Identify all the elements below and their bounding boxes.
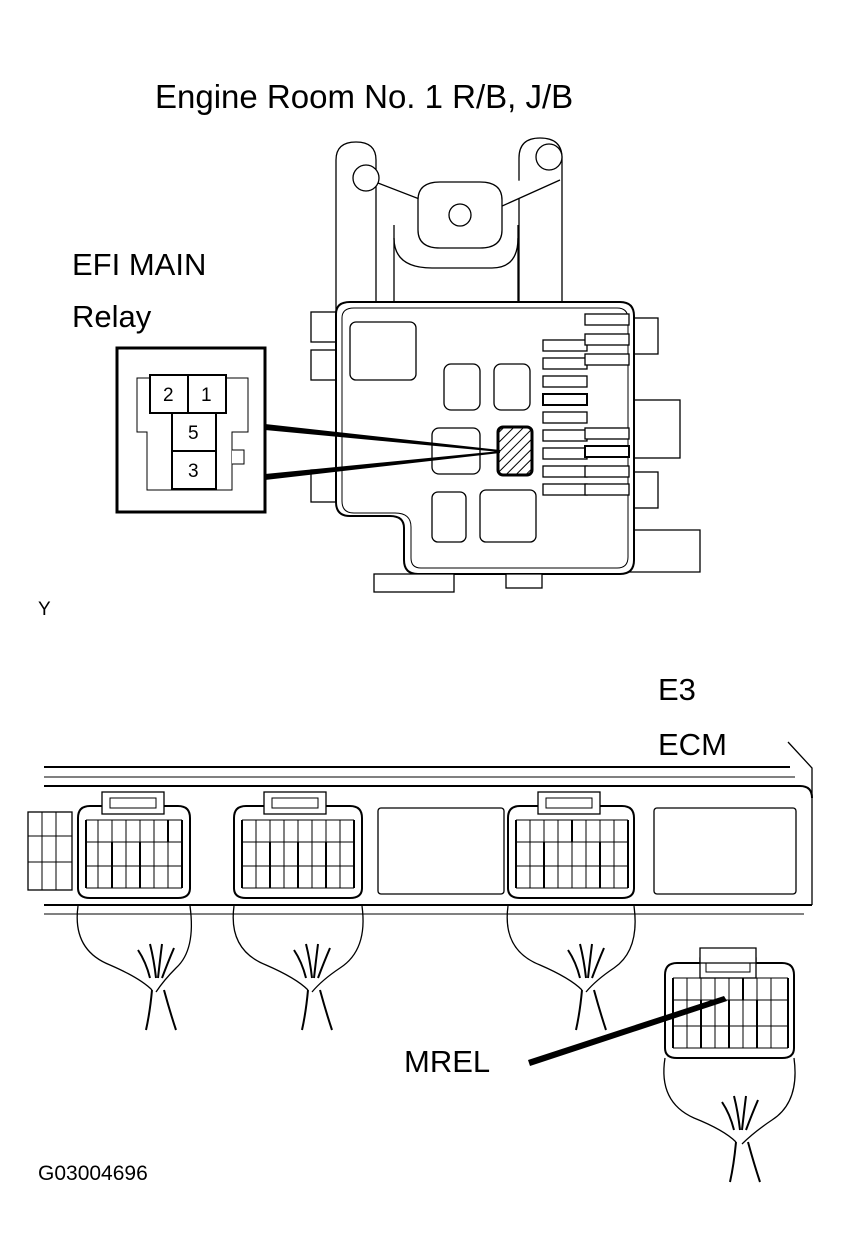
efi-main-relay-label-line2: Relay bbox=[72, 299, 152, 334]
page-title: Engine Room No. 1 R/B, J/B bbox=[155, 78, 573, 115]
ecm-assembly: E3 ECM bbox=[27, 672, 813, 1183]
junction-box-inner-rim bbox=[341, 307, 629, 569]
relay-cavities bbox=[349, 321, 537, 543]
ecm-connector-3[interactable] bbox=[507, 791, 635, 899]
efi-main-relay-label-line1: EFI MAIN bbox=[72, 247, 206, 282]
ecm-module-label: ECM bbox=[658, 727, 727, 762]
relay-leader-line-upper bbox=[265, 424, 500, 452]
mrel-connector[interactable] bbox=[663, 947, 796, 1183]
bracket-left-arm bbox=[335, 141, 380, 319]
ecm-case-face-top bbox=[44, 785, 813, 799]
relay-locking-tab bbox=[232, 449, 245, 465]
bracket-bolt-hole-left bbox=[352, 164, 380, 192]
relay-body-outline bbox=[136, 377, 249, 491]
harness-bundle-2 bbox=[232, 905, 364, 1031]
relay-pin-row-top: 2 1 bbox=[149, 374, 227, 414]
relay-pin-number-2: 2 bbox=[163, 385, 174, 406]
relay-pin-cell-3[interactable] bbox=[171, 450, 217, 490]
relay-cavity-d bbox=[431, 427, 481, 475]
ecm-connector-partial-left[interactable] bbox=[27, 811, 73, 891]
mrel-terminal-label: MREL bbox=[404, 1044, 490, 1079]
ecm-connector-id-label: E3 bbox=[658, 672, 696, 707]
relay-pin-row-bottom: 3 bbox=[171, 450, 217, 490]
mrel-harness-bundle bbox=[663, 1057, 796, 1183]
relay-pin-cell-1[interactable] bbox=[187, 374, 227, 414]
bracket-bolt-hole-right bbox=[535, 143, 563, 171]
ecm-right-bay bbox=[653, 807, 797, 895]
relay-pin-number-5: 5 bbox=[188, 423, 199, 444]
ecm-connector-2[interactable] bbox=[233, 791, 363, 899]
box-side-tabs-right bbox=[619, 317, 701, 573]
wire-color-code-label: Y bbox=[38, 599, 51, 620]
relay-cavity-f bbox=[479, 489, 537, 543]
box-side-tabs-left bbox=[310, 311, 338, 503]
fuse-slot-column-inner bbox=[542, 339, 588, 496]
ecm-label-leader-line bbox=[787, 741, 813, 905]
junction-box-feet bbox=[373, 573, 543, 593]
relay-pin-row-middle: 5 bbox=[171, 412, 217, 452]
mrel-leader-line bbox=[528, 996, 727, 1066]
harness-bundle-1 bbox=[76, 905, 193, 1031]
relay-leader-line-lower bbox=[265, 451, 500, 480]
relay-cavity-e bbox=[431, 491, 467, 543]
bracket-right-arm bbox=[518, 137, 563, 319]
relay-cavity-b bbox=[443, 363, 481, 411]
relay-leader-lines bbox=[265, 424, 500, 480]
relay-cavity-a bbox=[349, 321, 417, 381]
fuse-slot-column-outer bbox=[584, 313, 630, 496]
ecm-empty-bay bbox=[377, 807, 505, 895]
bracket-bolt-hole-center bbox=[448, 203, 472, 227]
harness-bundle-3 bbox=[506, 905, 636, 1031]
efi-main-relay-callout: EFI MAIN Relay 2 1 5 3 bbox=[72, 247, 500, 514]
ecm-connector-1[interactable] bbox=[77, 791, 191, 899]
engine-room-junction-box bbox=[310, 137, 701, 593]
relay-cavity-c bbox=[493, 363, 531, 411]
efi-main-relay-slot-highlight[interactable] bbox=[496, 425, 534, 477]
relay-pin-number-1: 1 bbox=[201, 385, 212, 406]
relay-pin-number-3: 3 bbox=[188, 461, 199, 482]
figure-id-label: G03004696 bbox=[38, 1162, 148, 1185]
